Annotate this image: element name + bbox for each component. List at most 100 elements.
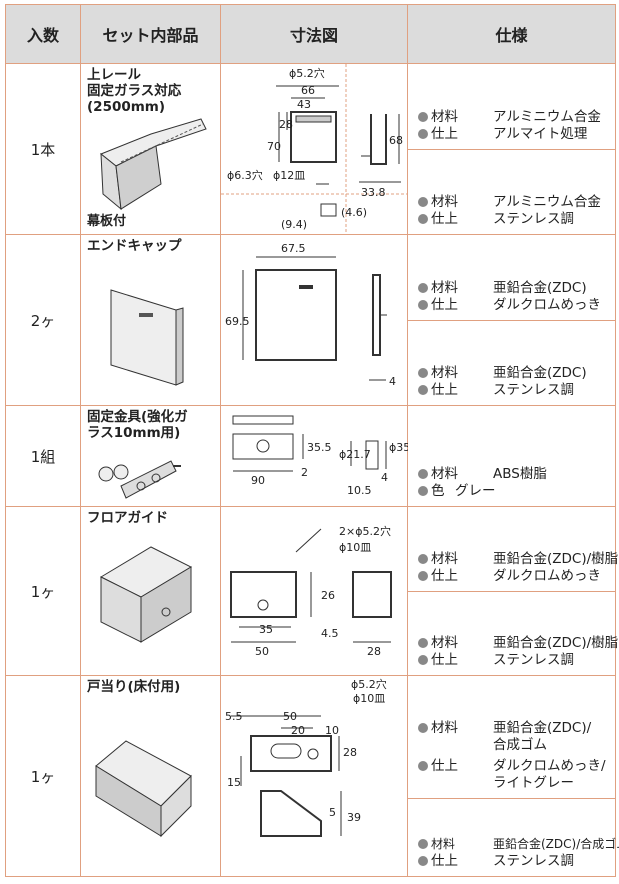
dim-label: 28 (279, 118, 293, 131)
table-row: 1本 上レール 固定ガラス対応 (2500mm) 幕板付 (5, 63, 616, 235)
part-name: 固定金具(強化ガ ラス10mm用) (87, 409, 188, 441)
dim-label: (4.6) (341, 206, 367, 219)
part-name: エンドキャップ (87, 238, 182, 254)
spec-block: 材料亜鉛合金(ZDC) 仕上ダルクロムめっき (408, 236, 615, 321)
dim-label: 35.5 (307, 441, 332, 454)
door-stop-dimension-drawing: ϕ5.2穴 ϕ10皿 5.5 50 20 10 28 15 5 39 (225, 677, 387, 837)
bullet-icon (418, 367, 428, 378)
dim-label: 66 (301, 84, 315, 97)
bullet-icon (418, 299, 428, 310)
bullet-icon (418, 570, 428, 581)
row-qty: 1ヶ (5, 506, 81, 676)
spec-line: 仕上ステンレス調 (418, 382, 615, 399)
spec-block: 材料亜鉛合金(ZDC)/樹脂 仕上ステンレス調 (408, 592, 618, 675)
header-spec: 仕様 (407, 4, 616, 64)
bullet-icon (418, 384, 428, 395)
spec-line: 仕上ステンレス調 (418, 853, 615, 870)
dim-label: 26 (321, 589, 335, 602)
bullet-icon (418, 654, 428, 665)
dim-label: 10 (325, 724, 339, 737)
spec-line: 材料アルミニウム合金 (418, 109, 615, 126)
row-qty: 1組 (5, 405, 81, 507)
dim-label: 70 (267, 140, 281, 153)
dim-label: (9.4) (281, 218, 307, 231)
part-cell: フロアガイド (80, 506, 221, 676)
dim-label: 39 (347, 811, 361, 824)
bullet-icon (418, 111, 428, 122)
bullet-icon (418, 468, 428, 479)
rail-illustration (100, 118, 207, 211)
part-cell: 上レール 固定ガラス対応 (2500mm) 幕板付 (80, 63, 221, 235)
spec-line: ライトグレー (493, 774, 574, 791)
spec-cell: 材料亜鉛合金(ZDC) 仕上ダルクロムめっき 材料亜鉛合金(ZDC) 仕上ステン… (407, 234, 616, 406)
dim-label: ϕ10皿 (339, 541, 371, 554)
dim-label: ϕ6.3穴 (227, 168, 263, 182)
dim-label: 4 (389, 375, 396, 388)
dim-label: ϕ10皿 (353, 692, 385, 705)
spec-block: 材料アルミニウム合金 仕上アルマイト処理 (408, 65, 615, 150)
bullet-icon (418, 196, 428, 207)
dim-label: 15 (227, 776, 241, 789)
dim-label: 35 (259, 623, 273, 636)
dim-label: 68 (389, 134, 403, 147)
dim-label: 67.5 (281, 242, 306, 255)
dim-label: 28 (367, 645, 381, 658)
dimension-cell: 67.5 69.5 4 (220, 234, 408, 406)
spec-line: 色グレー (418, 483, 615, 500)
part-cell: 戸当り(床付用) (80, 675, 221, 877)
header-parts: セット内部品 (80, 4, 221, 64)
dim-label: 28 (343, 746, 357, 759)
spec-line: 仕上ステンレス調 (418, 211, 615, 228)
spec-block: 材料亜鉛合金(ZDC) 仕上ステンレス調 (408, 321, 615, 405)
spec-block: 材料アルミニウム合金 仕上ステンレス調 (408, 150, 615, 234)
bullet-icon (418, 637, 428, 648)
spec-cell: 材料アルミニウム合金 仕上アルマイト処理 材料アルミニウム合金 仕上ステンレス調 (407, 63, 616, 235)
part-cell: エンドキャップ (80, 234, 221, 406)
dim-label: ϕ12皿 (273, 169, 305, 182)
table-row: 1ヶ フロアガイド 2×ϕ5.2穴 ϕ10皿 26 (5, 506, 618, 676)
dim-label: 4.5 (321, 627, 339, 640)
floor-guide-dimension-drawing: 2×ϕ5.2穴 ϕ10皿 26 35 4.5 50 28 (230, 524, 392, 658)
spec-line: 合成ゴム (493, 736, 547, 753)
bullet-icon (418, 485, 428, 496)
spec-line: 材料亜鉛合金(ZDC)/樹脂 (418, 551, 618, 568)
spec-block: 材料亜鉛合金(ZDC)/合成ゴム 仕上ステンレス調 (408, 799, 619, 876)
dim-label: 4 (381, 471, 388, 484)
spec-line: 仕上ステンレス調 (418, 652, 615, 669)
door-stop-illustration (95, 740, 192, 838)
spec-cell: 材料亜鉛合金(ZDC)/ 合成ゴム 仕上ダルクロムめっき/ ライトグレー 材料亜… (407, 675, 619, 877)
bullet-icon (418, 128, 428, 139)
bullet-icon (418, 722, 428, 733)
dim-label: ϕ21.7 (339, 448, 371, 461)
bullet-icon (418, 282, 428, 293)
spec-block: 材料亜鉛合金(ZDC)/ 合成ゴム 仕上ダルクロムめっき/ ライトグレー (408, 677, 615, 799)
dim-label: ϕ35 (389, 441, 408, 454)
bullet-icon (418, 213, 428, 224)
spec-block: 材料亜鉛合金(ZDC)/樹脂 仕上ダルクロムめっき (408, 508, 618, 592)
parts-table: 入数 セット内部品 寸法図 仕様 1本 上レール 固定ガラス対応 (2500mm… (5, 4, 619, 877)
spec-line: 仕上ダルクロムめっき (418, 297, 615, 314)
spec-line: 仕上ダルクロムめっき/ (418, 758, 615, 775)
dim-label: 5.5 (225, 710, 243, 723)
dim-label: 2×ϕ5.2穴 (339, 524, 391, 538)
header-diagram: 寸法図 (220, 4, 408, 64)
rail-dimension-drawing: ϕ5.2穴 66 43 28 70 68 ϕ6.3穴 ϕ12皿 33.8 (4.… (221, 64, 408, 234)
dim-label: 90 (251, 474, 265, 487)
table-row: 1ヶ 戸当り(床付用) ϕ5.2穴 ϕ10皿 5.5 (5, 675, 619, 877)
bracket-dimension-drawing: 90 35.5 2 ϕ21.7 ϕ35 4 10.5 (232, 415, 408, 497)
spec-line: 仕上ダルクロムめっき (418, 568, 615, 585)
spec-line: 仕上アルマイト処理 (418, 126, 615, 143)
dim-label: 2 (301, 466, 308, 479)
dim-label: ϕ5.2穴 (289, 66, 325, 80)
part-name: フロアガイド (87, 510, 168, 526)
row-qty: 2ヶ (5, 234, 81, 406)
dim-label: 43 (297, 98, 311, 111)
part-note: 幕板付 (87, 214, 127, 229)
dim-label: ϕ5.2穴 (351, 677, 387, 691)
endcap-illustration (110, 289, 184, 386)
row-qty: 1ヶ (5, 675, 81, 877)
